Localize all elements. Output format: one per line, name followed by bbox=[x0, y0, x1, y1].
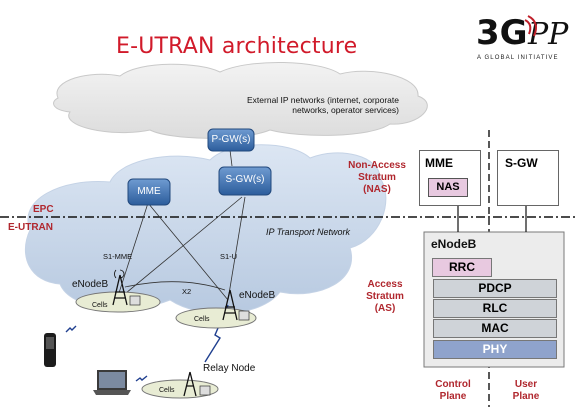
sgw-node bbox=[218, 166, 272, 196]
control-plane-label: Control Plane bbox=[435, 379, 471, 402]
s1-mme-label: S1-MME bbox=[103, 252, 133, 261]
stack-sgw-label: S-GW bbox=[505, 156, 538, 170]
cells-ellipse-relay bbox=[141, 379, 219, 399]
sgw-label: S-GW(s) bbox=[225, 174, 265, 185]
relay-node-label: Relay Node bbox=[203, 363, 256, 374]
stack-mme-label: MME bbox=[425, 156, 453, 170]
laptop-icon bbox=[93, 370, 148, 395]
tower-left bbox=[112, 269, 128, 306]
tower-relay bbox=[183, 371, 197, 397]
cells-ellipse-left bbox=[75, 291, 161, 313]
tower-right bbox=[222, 289, 238, 321]
page-title: E-UTRAN architecture bbox=[116, 34, 358, 59]
rrc-layer: RRC bbox=[432, 258, 492, 277]
user-plane-label: User Plane bbox=[512, 379, 540, 402]
logo-tagline: A GLOBAL INITIATIVE bbox=[477, 55, 559, 61]
relay-box bbox=[199, 385, 211, 396]
rlc-layer: RLC bbox=[433, 299, 557, 318]
enodeb-right-label: eNodeB bbox=[239, 290, 276, 301]
3gpp-logo: 3G PP bbox=[476, 13, 569, 53]
ip-transport-label: IP Transport Network bbox=[266, 227, 351, 237]
nas-section-label: Non-Access Stratum (NAS) bbox=[348, 160, 406, 195]
nas-box: NAS bbox=[428, 178, 468, 197]
mme-node bbox=[127, 178, 171, 206]
s1-u-label: S1-U bbox=[220, 252, 238, 261]
stack-enodeb-label: eNodeB bbox=[431, 237, 477, 251]
mme-label: MME bbox=[137, 186, 161, 197]
svg-text:3G: 3G bbox=[476, 13, 528, 53]
enodeb-box-right bbox=[238, 310, 250, 321]
pdcp-layer: PDCP bbox=[433, 279, 557, 298]
svg-text:PP: PP bbox=[527, 17, 569, 52]
pgw-label: P-GW(s) bbox=[211, 134, 251, 145]
pgw-node bbox=[207, 128, 255, 152]
epc-label: EPC bbox=[33, 204, 54, 215]
external-networks-label: External IP networks (internet, corporat… bbox=[247, 95, 399, 115]
phy-layer: PHY bbox=[433, 340, 557, 359]
eutran-label: E-UTRAN bbox=[8, 222, 53, 233]
mobile-phone-icon bbox=[44, 325, 77, 367]
x2-label: X2 bbox=[182, 287, 192, 296]
as-section-label: Access Stratum (AS) bbox=[366, 279, 404, 314]
enodeb-box-left bbox=[129, 295, 141, 306]
cells-right-label: Cells bbox=[194, 316, 210, 323]
stack-mme-box: MME NAS bbox=[419, 150, 481, 206]
enodeb-left-label: eNodeB bbox=[72, 279, 109, 290]
external-networks-cloud bbox=[53, 62, 428, 139]
cells-relay-label: Cells bbox=[159, 387, 175, 394]
cells-left-label: Cells bbox=[92, 302, 108, 309]
stack-sgw-box: S-GW bbox=[497, 150, 559, 206]
mac-layer: MAC bbox=[433, 319, 557, 338]
